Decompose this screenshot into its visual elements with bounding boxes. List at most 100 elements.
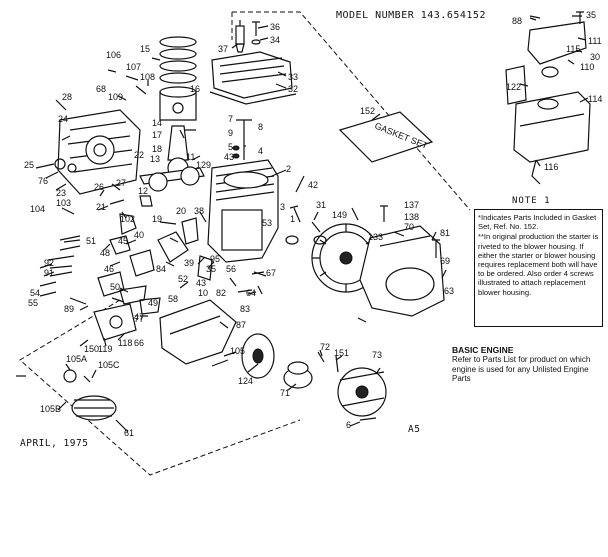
callout-51: 51 xyxy=(86,236,96,246)
callout-133: 81 xyxy=(440,228,450,238)
callout-67: 64 xyxy=(246,288,256,298)
callout-105a: 105C xyxy=(98,360,120,370)
part-callouts: 36 34 37 33 32 152 35 88 111 115 30 110 … xyxy=(24,10,602,438)
callout-35-top: 35 xyxy=(586,10,596,20)
callout-49: 49 xyxy=(148,298,158,308)
callout-77: 150 xyxy=(84,344,99,354)
callout-129: 129 xyxy=(196,160,211,170)
callout-88: 88 xyxy=(512,16,522,26)
callout-56: 10 xyxy=(198,288,208,298)
callout-89: 89 xyxy=(64,304,74,314)
callout-149: 149 xyxy=(332,210,347,220)
callout-106: 106 xyxy=(106,50,121,60)
callout-27: 27 xyxy=(116,178,126,188)
callout-150: 119 xyxy=(98,344,112,354)
callout-84: 84 xyxy=(156,264,166,274)
starter-housing-part xyxy=(337,367,387,417)
callout-33: 33 xyxy=(288,72,298,82)
callout-92: 92 xyxy=(44,258,54,268)
callout-30: 30 xyxy=(590,52,600,62)
callout-20-top: 20 xyxy=(176,206,186,216)
callout-34: 34 xyxy=(270,35,280,45)
callout-108: 108 xyxy=(140,72,155,82)
callout-82: 82 xyxy=(216,288,226,298)
callout-81: 69 xyxy=(440,256,450,266)
note-title: NOTE 1 xyxy=(512,196,551,206)
baffle-part xyxy=(159,299,237,365)
callout-111: 111 xyxy=(588,36,602,46)
pulley-part xyxy=(241,333,275,379)
callout-6: 7 xyxy=(228,114,233,124)
fuel-line-part xyxy=(531,159,541,185)
callout-23: 23 xyxy=(56,188,66,198)
callout-55: 55 xyxy=(28,298,38,308)
callout-104: 104 xyxy=(30,204,45,214)
crankcase-cover-part xyxy=(57,109,141,195)
tank-bracket-part xyxy=(527,21,587,78)
callout-115: 115 xyxy=(566,44,580,54)
callout-8: 4 xyxy=(258,146,263,156)
callout-40: 40 xyxy=(134,230,144,240)
callout-26: 26 xyxy=(94,182,104,192)
callout-54: 54 xyxy=(30,288,40,298)
callout-152: 152 xyxy=(360,106,375,116)
callout-2: 2 xyxy=(286,164,291,174)
callout-64: 87 xyxy=(236,320,246,330)
crankshaft-part xyxy=(139,166,205,192)
callout-50: 50 xyxy=(110,282,120,292)
callout-105c: 105B xyxy=(40,404,61,414)
callout-32: 32 xyxy=(288,84,298,94)
callout-25: 25 xyxy=(24,160,34,170)
callout-46: 46 xyxy=(104,264,114,274)
callout-3: 53 xyxy=(262,218,272,228)
callout-76: 76 xyxy=(38,176,48,186)
callout-38: 38 xyxy=(194,206,204,216)
callout-19: 19 xyxy=(152,214,162,224)
callout-15: 15 xyxy=(140,44,150,54)
callout-47: 47 xyxy=(134,312,144,322)
callout-68: 68 xyxy=(96,84,106,94)
callout-16: 16 xyxy=(190,84,200,94)
callout-7: 9 xyxy=(228,128,233,138)
callout-10: 43 xyxy=(224,152,234,162)
callout-1: 3 xyxy=(280,202,285,212)
basic-engine-text: Refer to Parts List for product on which… xyxy=(452,355,591,383)
callout-87: 77 xyxy=(134,314,144,324)
callout-36: 36 xyxy=(270,22,280,32)
basic-engine-block: BASIC ENGINE Refer to Parts List for pro… xyxy=(452,345,602,384)
callout-58: 58 xyxy=(168,294,178,304)
callout-17: 17 xyxy=(152,130,162,140)
model-number-text: MODEL NUMBER 143.654152 xyxy=(336,10,486,21)
callout-122: 122 xyxy=(506,82,521,92)
callout-53: 56 xyxy=(226,264,236,274)
callout-52: 52 xyxy=(178,274,188,284)
callout-91: 91 xyxy=(44,268,54,278)
callout-61: 124 xyxy=(238,376,253,386)
piston-rings-part xyxy=(159,36,197,84)
callout-107: 107 xyxy=(126,62,141,72)
callout-105: 105A xyxy=(66,354,87,364)
callout-18: 18 xyxy=(152,144,162,154)
callout-137: 138 xyxy=(404,212,419,222)
callout-37: 37 xyxy=(218,44,228,54)
callout-124: 71 xyxy=(280,388,290,398)
callout-4: 1 xyxy=(290,214,295,224)
callout-138: 70 xyxy=(404,222,414,232)
callout-118: 66 xyxy=(134,338,144,348)
callout-114: 114 xyxy=(588,94,602,104)
callout-31: 31 xyxy=(316,200,326,210)
callout-28: 28 xyxy=(62,92,72,102)
valves-part xyxy=(232,119,252,160)
callout-22: 22 xyxy=(134,150,144,160)
small-hardware-parts xyxy=(16,11,584,421)
callout-43: 43 xyxy=(196,278,206,288)
basic-engine-title: BASIC ENGINE xyxy=(452,345,514,355)
note-paragraph-2: **In original production the starter is … xyxy=(478,232,599,297)
footer-sheet-code: A5 xyxy=(408,424,420,435)
cylinder-block-part xyxy=(207,159,279,263)
gasket-set-envelope: GASKET SET xyxy=(338,111,434,163)
callout-9-top: 5 xyxy=(228,142,233,152)
leader-lines xyxy=(35,15,589,433)
callout-5: 8 xyxy=(258,122,263,132)
piston-part xyxy=(159,86,197,121)
